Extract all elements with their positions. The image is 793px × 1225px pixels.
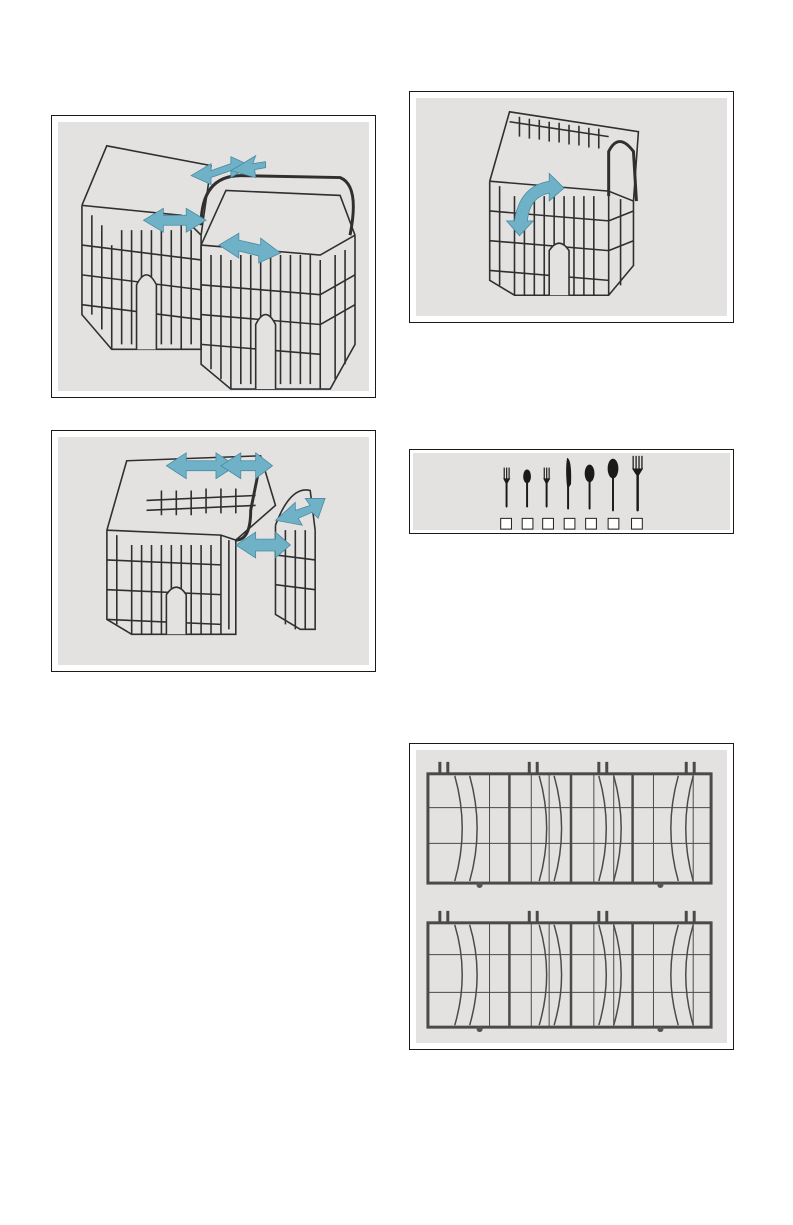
fork-icon xyxy=(543,468,550,508)
cutlery-basket-split-icon xyxy=(52,116,375,397)
figure-cutlery-basket-handle-fold xyxy=(409,91,734,323)
checkbox xyxy=(632,518,643,529)
cutlery-basket-with-side-module-arrows-icon xyxy=(52,431,375,671)
checkbox xyxy=(608,518,619,529)
checkbox xyxy=(522,518,533,529)
cutlery-basket-with-curved-arrow-icon xyxy=(410,92,733,322)
fork-icon xyxy=(632,456,643,512)
fork-icon xyxy=(503,468,510,508)
cutlery-symbols-with-checkboxes-icon xyxy=(410,450,733,533)
figure-cutlery-basket-split xyxy=(51,115,376,398)
basket-insert-grid-top-view-icon xyxy=(410,744,733,1049)
figure-cutlery-symbols-strip xyxy=(409,449,734,534)
figure-cutlery-basket-side-insert xyxy=(51,430,376,672)
checkbox xyxy=(586,518,597,529)
spoon-icon xyxy=(523,470,531,508)
knife-icon xyxy=(566,458,571,510)
spoon-icon xyxy=(585,465,595,510)
checkbox xyxy=(501,518,512,529)
checkbox xyxy=(543,518,554,529)
checkbox xyxy=(564,518,575,529)
figure-basket-grid-top-view xyxy=(409,743,734,1050)
spoon-icon xyxy=(608,459,619,512)
